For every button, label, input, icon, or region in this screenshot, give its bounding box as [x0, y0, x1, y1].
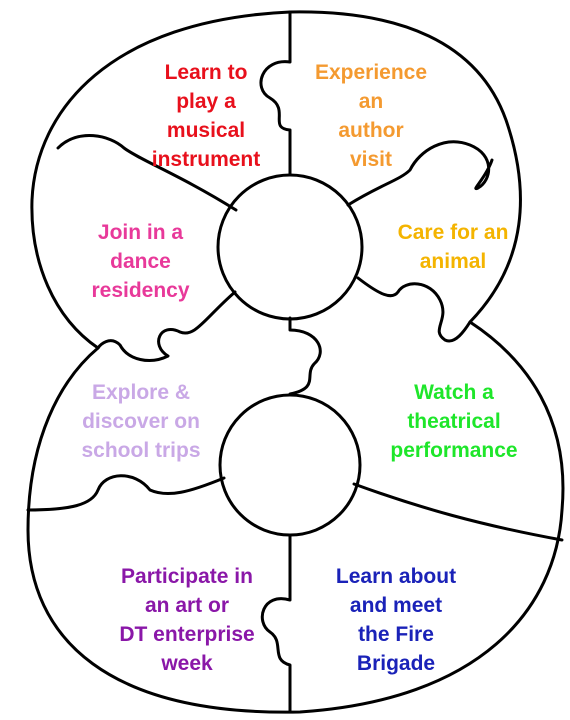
- seam-bottom: [260, 533, 292, 714]
- piece-dance-residency: Join in a dance residency: [68, 218, 213, 305]
- piece-line: musical: [166, 119, 246, 142]
- seam-top: [259, 10, 292, 177]
- piece-line: dance: [110, 250, 171, 273]
- piece-line: discover on: [82, 410, 200, 433]
- seam-lower-left: [26, 474, 226, 512]
- seam-center: [288, 316, 322, 396]
- piece-line: Learn to: [164, 61, 248, 84]
- seam-upper-left: [56, 133, 238, 212]
- piece-line: play a: [176, 90, 236, 113]
- piece-school-trips: Explore & discover on school trips: [62, 378, 220, 465]
- piece-line: school trips: [81, 439, 201, 462]
- piece-line: an: [358, 90, 384, 113]
- piece-line: Join in a: [97, 221, 184, 244]
- piece-line: week: [161, 652, 213, 675]
- piece-line: the Fire: [358, 623, 434, 646]
- piece-line: and meet: [349, 594, 443, 617]
- piece-line: animal: [419, 250, 487, 273]
- piece-musical-instrument: Learn to play a musical instrument: [121, 58, 291, 174]
- piece-care-animal: Care for an animal: [377, 218, 529, 276]
- lower-hole: [218, 393, 362, 537]
- piece-line: instrument: [151, 148, 261, 171]
- piece-author-visit: Experience an author visit: [300, 58, 442, 174]
- piece-line: residency: [91, 279, 190, 302]
- piece-line: author: [338, 119, 404, 142]
- piece-line: Experience: [314, 61, 428, 84]
- piece-line: visit: [349, 148, 393, 171]
- piece-art-dt-enterprise: Participate in an art or DT enterprise w…: [98, 562, 276, 678]
- piece-line: Brigade: [356, 652, 436, 675]
- piece-line: performance: [390, 439, 518, 462]
- piece-line: an art or: [144, 594, 230, 617]
- piece-line: Explore &: [91, 381, 191, 404]
- piece-theatrical-performance: Watch a theatrical performance: [368, 378, 540, 465]
- upper-hole: [216, 173, 364, 321]
- piece-line: Learn about: [335, 565, 457, 588]
- piece-line: Participate in: [121, 565, 253, 588]
- outer-outline: [26, 10, 565, 714]
- seam-lower-right: [352, 482, 564, 542]
- piece-line: Care for an: [397, 221, 509, 244]
- piece-line: Watch a: [414, 381, 494, 404]
- seam-right-waist: [356, 276, 472, 343]
- seam-upper-right: [346, 140, 494, 207]
- piece-fire-brigade: Learn about and meet the Fire Brigade: [316, 562, 476, 678]
- seam-left-waist: [96, 290, 237, 362]
- piece-line: theatrical: [407, 410, 501, 433]
- piece-line: DT enterprise: [119, 623, 255, 646]
